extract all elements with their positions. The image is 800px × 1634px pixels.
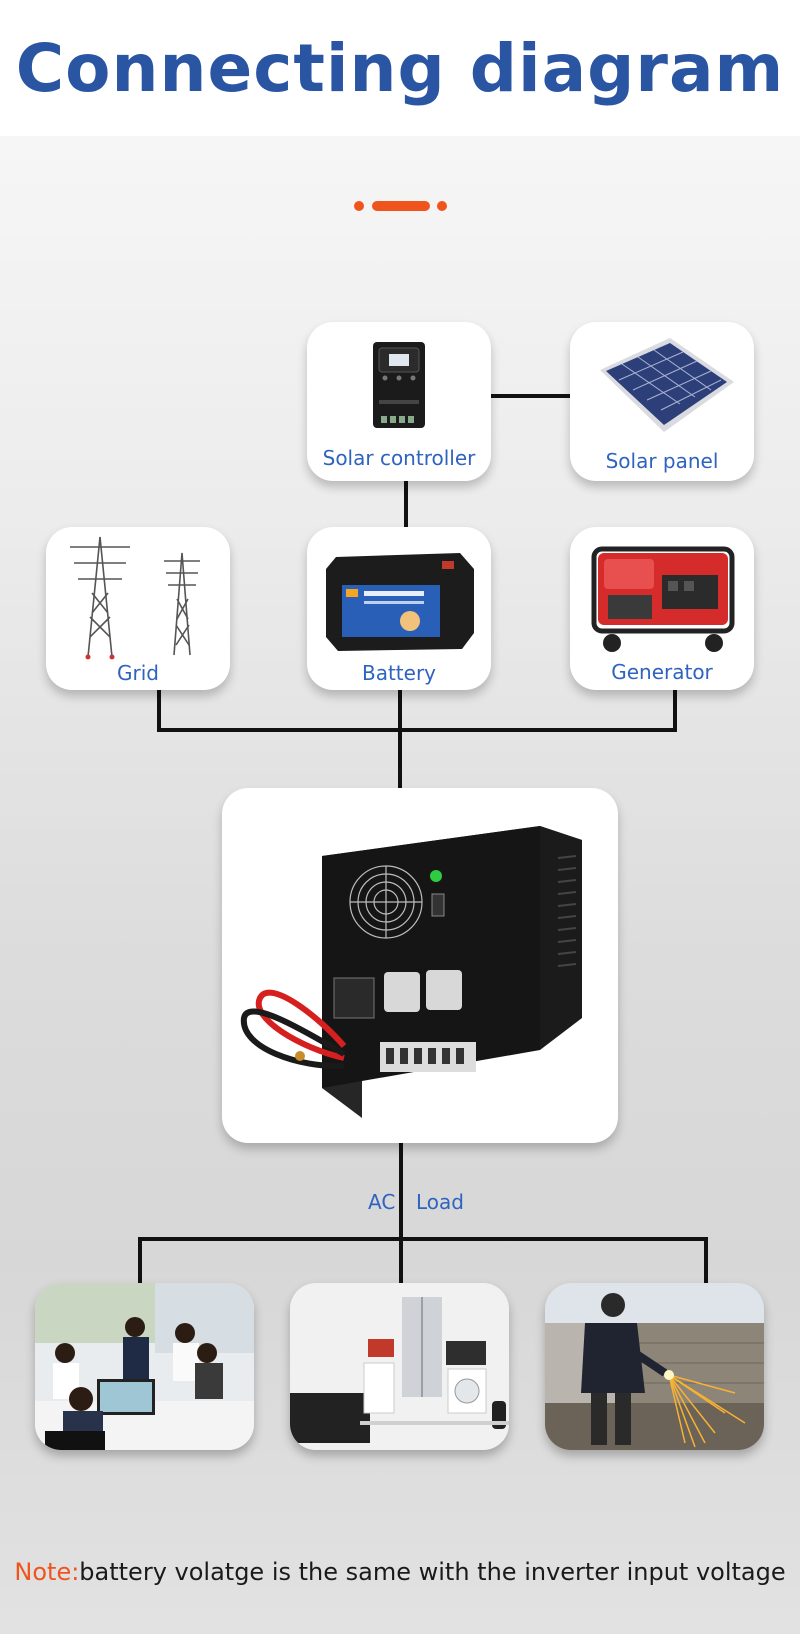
battery-label: Battery	[361, 661, 437, 685]
solar-panel-label: Solar panel	[605, 449, 719, 473]
solar-controller-image	[373, 342, 425, 428]
generator-image	[591, 546, 735, 652]
header-band	[0, 0, 800, 136]
generator-card: Generator	[570, 527, 754, 690]
appliances-photo	[290, 1283, 509, 1450]
note-body: battery volatge is the same with the inv…	[79, 1558, 786, 1586]
office-photo	[35, 1283, 254, 1450]
page-title: Connecting diagram	[15, 30, 785, 107]
load-label: Load	[416, 1190, 464, 1214]
solar-panel-image	[600, 338, 734, 432]
inverter-card	[222, 788, 618, 1143]
inverter-image	[240, 826, 582, 1118]
generator-label: Generator	[611, 660, 713, 684]
solar-controller-label: Solar controller	[322, 446, 476, 470]
ac-label: AC	[368, 1190, 396, 1214]
solar-panel-card: Solar panel	[570, 322, 754, 481]
welding-photo	[545, 1283, 764, 1450]
battery-image	[326, 553, 474, 651]
solar-controller-card: Solar controller	[307, 322, 491, 481]
grid-tower-image	[70, 536, 200, 660]
note-prefix: Note:	[14, 1558, 80, 1586]
grid-label: Grid	[117, 661, 159, 685]
battery-card: Battery	[307, 527, 491, 690]
note-text: Note:battery volatge is the same with th…	[0, 1558, 800, 1586]
grid-card: Grid	[46, 527, 230, 690]
